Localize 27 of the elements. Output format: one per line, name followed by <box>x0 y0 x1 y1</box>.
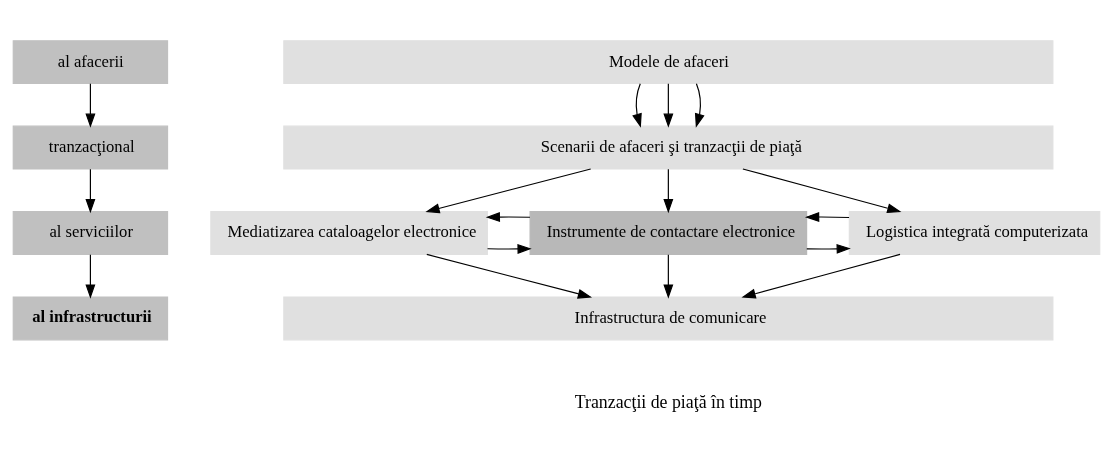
arrow <box>741 253 901 299</box>
arrow <box>426 253 593 299</box>
arrow <box>425 168 592 214</box>
arrow <box>804 212 850 222</box>
arrow <box>486 244 532 254</box>
node-box: Mediatizarea cataloagelor electronice <box>210 211 488 255</box>
arrow <box>632 83 642 128</box>
arrow <box>85 254 96 299</box>
node-box: Infrastructura de comunicare <box>283 296 1054 341</box>
arrow <box>85 83 96 128</box>
arrow <box>742 168 902 214</box>
node-box: tranzacţional <box>12 125 169 170</box>
arrow <box>663 83 674 128</box>
node-box: al serviciilor <box>12 211 169 255</box>
node-box: Modele de afaceri <box>283 40 1054 85</box>
arrow <box>694 83 705 128</box>
arrow <box>663 254 674 299</box>
arrow <box>85 168 96 214</box>
node-box: Logistica integrată computerizata <box>848 211 1101 255</box>
arrow <box>485 212 531 222</box>
node-box: al infrastructurii <box>12 296 169 341</box>
arrow <box>663 168 674 214</box>
node-box: al afacerii <box>12 40 169 85</box>
node-box: Instrumente de contactare electronice <box>529 211 808 255</box>
node-box: Scenarii de afaceri şi tranzacţii de piaţă <box>283 125 1054 170</box>
arrow <box>806 243 851 254</box>
label: Tranzacţii de piaţă în timp <box>574 392 762 413</box>
